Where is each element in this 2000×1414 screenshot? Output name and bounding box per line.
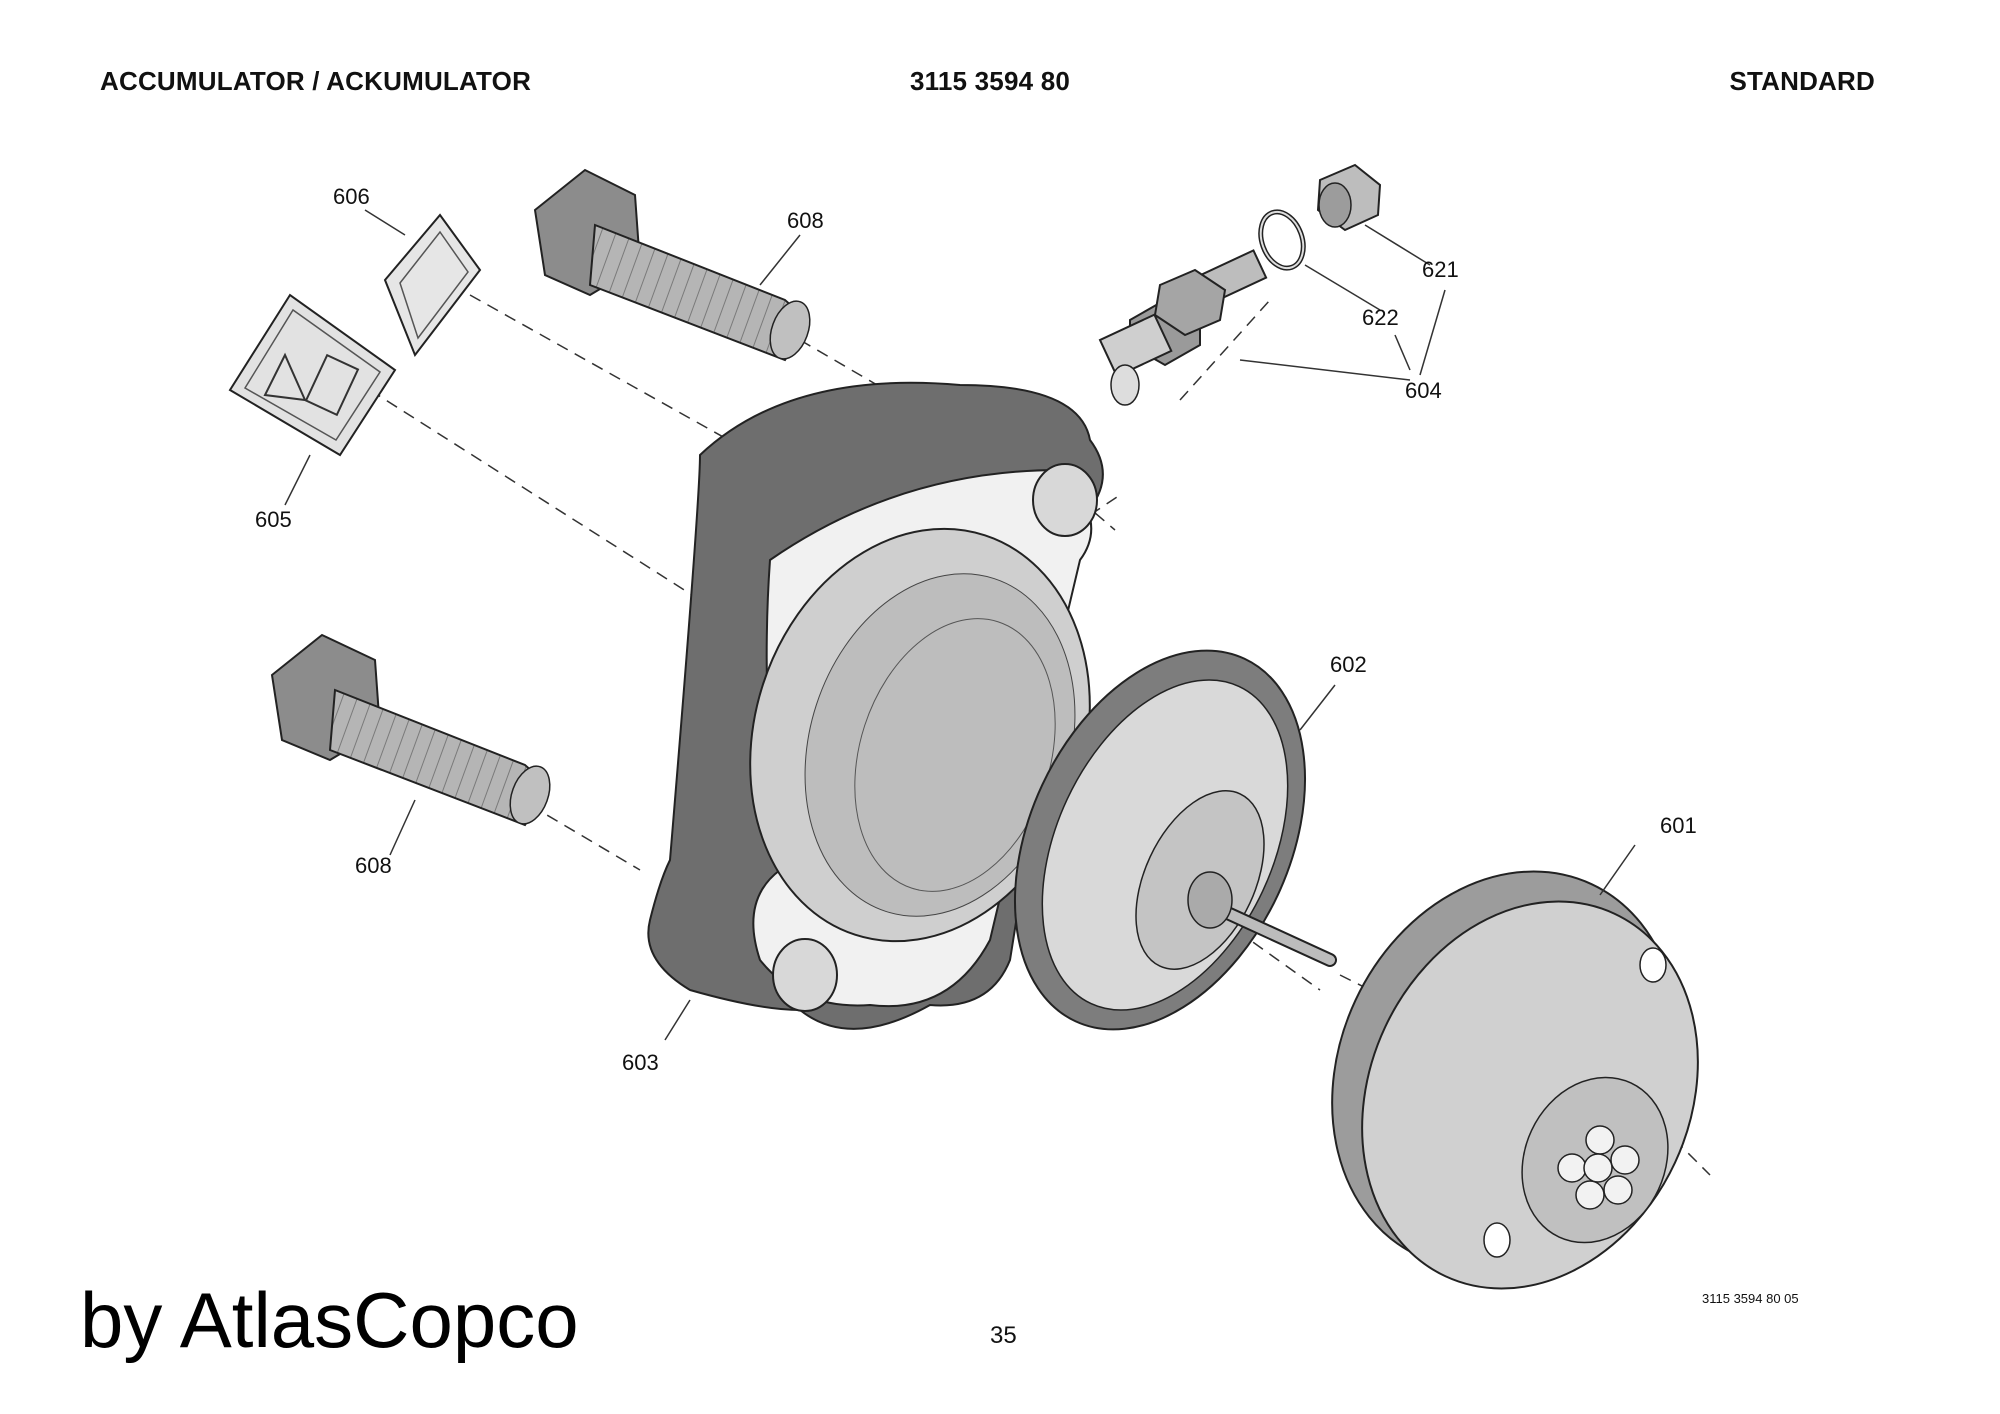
callout-605: 605 xyxy=(255,507,292,532)
leader-lines xyxy=(284,209,1636,1041)
decal-606 xyxy=(383,213,482,358)
callout-608-lower: 608 xyxy=(355,853,392,878)
callout-602: 602 xyxy=(1330,652,1367,677)
nut-621 xyxy=(1316,163,1382,232)
callout-608-upper: 608 xyxy=(787,208,824,233)
callout-603: 603 xyxy=(622,1050,659,1075)
callout-606: 606 xyxy=(333,184,370,209)
part-number: 3115 3594 80 xyxy=(910,66,1071,96)
page-title: ACCUMULATOR / ACKUMULATOR xyxy=(100,66,532,96)
bolt-608-lower xyxy=(270,633,551,827)
callout-601: 601 xyxy=(1660,813,1697,838)
valve-604 xyxy=(1098,249,1268,406)
seal-ring-622 xyxy=(1258,209,1306,271)
diaphragm-602 xyxy=(1013,649,1337,1031)
drawing-reference: 3115 3594 80 05 xyxy=(1702,1291,1799,1306)
cap-601 xyxy=(1331,870,1699,1290)
housing-603 xyxy=(647,381,1104,1030)
callout-604: 604 xyxy=(1405,378,1442,403)
page-number: 35 xyxy=(990,1322,1017,1349)
bolt-608-upper xyxy=(533,168,811,362)
decal-605 xyxy=(228,293,397,457)
callout-622: 622 xyxy=(1362,305,1399,330)
brand-text: by AtlasCopco xyxy=(80,1276,579,1364)
variant-label: STANDARD xyxy=(1729,66,1875,96)
callout-621: 621 xyxy=(1422,257,1459,282)
